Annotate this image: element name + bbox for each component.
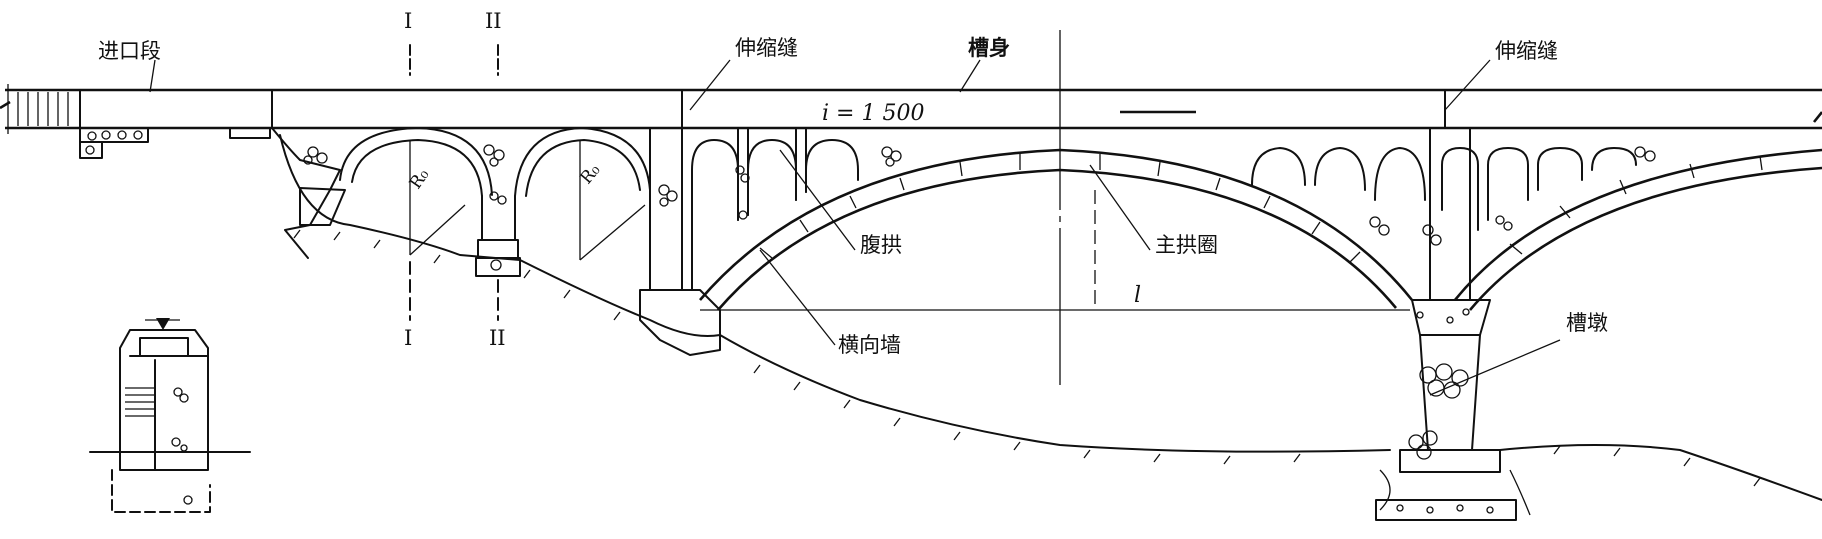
left-approach-arches bbox=[271, 127, 683, 291]
main-arch bbox=[639, 30, 1414, 385]
label-flume-body: 槽身 bbox=[968, 36, 1010, 60]
label-expansion-joint-left: 伸缩缝 bbox=[735, 36, 798, 60]
label-radius-2: R₀ bbox=[577, 160, 605, 188]
diagram-labels: 进口段 伸缩缝 槽身 伸缩缝 i = 1 500 腹拱 主拱圈 横向墙 槽墩 l… bbox=[98, 9, 1608, 357]
label-transverse-wall: 横向墙 bbox=[838, 333, 901, 357]
inlet-section-hatching bbox=[0, 84, 1822, 159]
label-main-arch-ring: 主拱圈 bbox=[1155, 233, 1218, 257]
left-web-arches bbox=[691, 127, 902, 291]
label-slope: i = 1 500 bbox=[822, 101, 924, 126]
flume-pier bbox=[1375, 127, 1517, 521]
ground-profile bbox=[279, 134, 1822, 516]
label-section-II-top: II bbox=[485, 9, 502, 33]
cross-section-sketch bbox=[89, 318, 251, 513]
right-main-arch bbox=[1453, 148, 1822, 311]
label-section-I-bottom: I bbox=[404, 326, 412, 350]
label-expansion-joint-right: 伸缩缝 bbox=[1495, 39, 1558, 63]
flume-deck bbox=[5, 88, 1822, 130]
label-section-II-bottom: II bbox=[489, 326, 506, 350]
label-inlet-section: 进口段 bbox=[98, 39, 161, 63]
label-section-I-top: I bbox=[404, 9, 412, 33]
label-flume-pier: 槽墩 bbox=[1566, 311, 1608, 335]
section-cut-lines bbox=[409, 44, 499, 321]
right-web-arches bbox=[1251, 146, 1656, 246]
leader-lines bbox=[149, 59, 1561, 396]
label-span: l bbox=[1134, 283, 1141, 308]
label-web-arch: 腹拱 bbox=[860, 233, 902, 257]
